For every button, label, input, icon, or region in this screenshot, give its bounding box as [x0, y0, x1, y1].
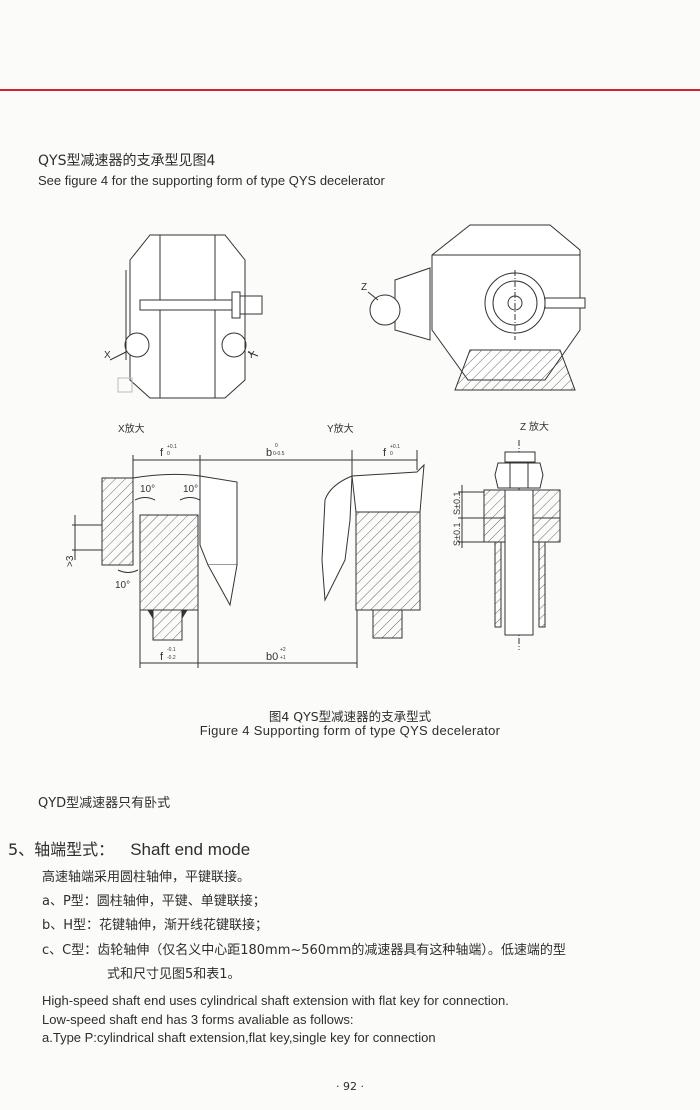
section-number: 5、轴端型式：: [8, 840, 115, 859]
detail-z-title: Z 放大: [520, 420, 549, 433]
dim-f-bottom-upper: -0.1: [167, 647, 176, 653]
cn-line: 式和尺寸见图5和表1。: [107, 967, 241, 982]
label-z: Z: [361, 282, 367, 293]
dim-b-top-lower: 0-0.5: [273, 451, 285, 457]
dim-f-top-lower: 0: [167, 451, 170, 457]
en-line: Low-speed shaft end has 3 forms avaliabl…: [42, 1012, 354, 1027]
side-view: [367, 224, 586, 391]
detail-y: [321, 450, 425, 668]
label-y: Y: [248, 350, 255, 361]
dim-b-top-upper: 0: [275, 443, 278, 449]
dim-f-top-upper: +0.1: [167, 444, 177, 450]
cn-line: c、C型：齿轮轴伸（仅名义中心距180mm~560mm的减速器具有这种轴端）。低…: [42, 943, 566, 958]
detail-x: [72, 455, 357, 668]
dim-f-y-upper: +0.1: [390, 444, 400, 450]
figure-4-drawing: X Y Z X放大 Y放大 Z 放大 f +0.1 0 b 0 0-0.5 f …: [65, 224, 586, 668]
figure-caption-en: Figure 4 Supporting form of type QYS dec…: [199, 723, 501, 738]
s-label-1: S±0.1: [452, 523, 462, 546]
dim-f-top: f: [160, 447, 164, 459]
angle-label-2: 10°: [183, 484, 198, 495]
en-line: High-speed shaft end uses cylindrical sh…: [42, 993, 509, 1008]
dim-f-y: f: [383, 447, 387, 459]
dim-b-bottom-lower: +1: [280, 655, 286, 661]
gap-label: >3: [65, 555, 76, 567]
heading-en: See figure 4 for the supporting form of …: [38, 173, 385, 188]
label-x: X: [104, 350, 111, 361]
section-title-en: Shaft end mode: [130, 840, 251, 859]
cn-line: b、H型：花键轴伸，渐开线花键联接；: [42, 918, 269, 933]
dim-f-y-lower: 0: [390, 451, 393, 457]
dim-f-bottom: f: [160, 651, 164, 663]
dim-b-bottom: b0: [266, 651, 278, 663]
en-line: a.Type P:cylindrical shaft extension,fla…: [42, 1030, 436, 1045]
page-number: · 92 ·: [336, 1080, 364, 1093]
detail-x-title: X放大: [118, 422, 145, 435]
detail-z: [458, 440, 561, 650]
front-view: [109, 234, 263, 399]
dim-b-bottom-upper: +2: [280, 647, 286, 653]
detail-y-title: Y放大: [327, 422, 354, 435]
figure-caption-cn: 图4 QYS型减速器的支承型式: [268, 709, 432, 724]
section-heading: 5、轴端型式： Shaft end mode: [8, 836, 250, 860]
dim-f-bottom-lower: -0.2: [167, 655, 176, 661]
qyd-note: QYD型减速器只有卧式: [38, 796, 171, 811]
cn-line: 高速轴端采用圆柱轴伸，平键联接。: [42, 870, 251, 885]
angle-label-3: 10°: [115, 580, 130, 591]
cn-line: a、P型：圆柱轴伸，平键、单键联接；: [42, 894, 266, 909]
header-rule: [0, 89, 700, 91]
dim-b-top: b: [266, 447, 272, 459]
s-label-2: S±0.1: [452, 492, 462, 515]
angle-label-1: 10°: [140, 484, 155, 495]
heading-cn: QYS型减速器的支承型见图4: [38, 153, 216, 169]
